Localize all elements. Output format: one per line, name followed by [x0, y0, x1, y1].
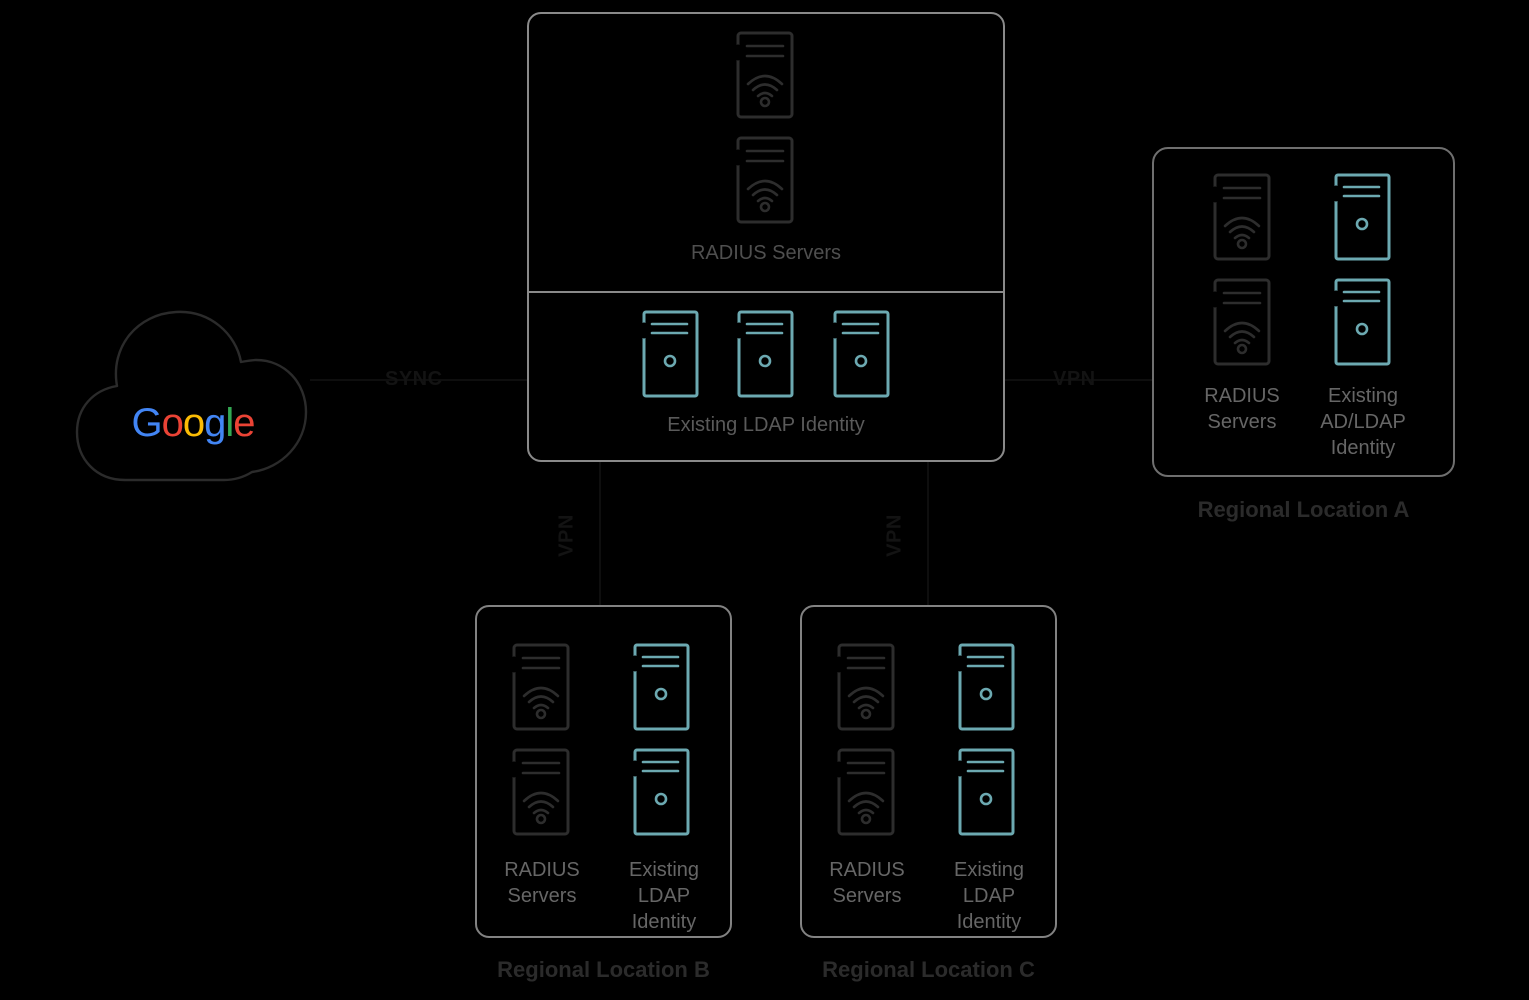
radius-servers-label: RADIUS Servers	[829, 859, 905, 907]
regional-location-c-title: Regional Location C	[822, 957, 1035, 982]
google-cloud-icon	[75, 310, 308, 482]
regional-location-a-title: Regional Location A	[1197, 497, 1410, 522]
sync-label: SYNC	[385, 368, 443, 390]
central-datacenter-box: RADIUS Servers Existing LDAP Identity	[527, 12, 1005, 462]
ldap-server-icon	[642, 310, 699, 398]
radius-server-icon	[512, 643, 570, 731]
ldap-server-icon	[833, 310, 890, 398]
ldap-server-icon	[1334, 278, 1391, 366]
vpn-label-b: VPN	[555, 514, 578, 557]
ldap-server-icon	[958, 748, 1015, 836]
ldap-server-icon	[1334, 173, 1391, 261]
ldap-identity-label: Existing LDAP Identity	[667, 414, 865, 436]
radius-servers-label: RADIUS Servers	[504, 859, 580, 907]
regional-location-b-box: RADIUS Servers Existing LDAP Identity	[475, 605, 732, 938]
identity-label: Existing LDAP Identity	[953, 859, 1025, 933]
ldap-server-icon	[958, 643, 1015, 731]
radius-server-icon	[837, 748, 895, 836]
ldap-server-icon	[633, 748, 690, 836]
google-letter: e	[233, 401, 255, 445]
google-letter: g	[204, 401, 226, 445]
google-letter: o	[161, 401, 184, 445]
radius-server-icon	[736, 136, 794, 224]
identity-label: Existing LDAP Identity	[628, 859, 700, 933]
regional-location-a-box: RADIUS Servers Existing AD/LDAP Identity	[1152, 147, 1455, 477]
vpn-label-c: VPN	[883, 514, 906, 557]
radius-server-icon	[837, 643, 895, 731]
radius-servers-label: RADIUS Servers	[690, 242, 842, 264]
google-letter: l	[225, 401, 234, 445]
radius-server-icon	[736, 31, 794, 119]
regional-location-c-box: RADIUS Servers Existing LDAP Identity	[800, 605, 1057, 938]
radius-server-icon	[512, 748, 570, 836]
google-logo: Google	[98, 399, 288, 447]
ldap-server-icon	[737, 310, 794, 398]
vpn-label-a: VPN	[1053, 368, 1096, 390]
radius-server-icon	[1213, 278, 1271, 366]
google-letter: o	[182, 401, 205, 445]
identity-label: Existing AD/LDAP Identity	[1320, 385, 1406, 459]
ldap-server-icon	[633, 643, 690, 731]
radius-servers-label: RADIUS Servers	[1204, 385, 1280, 433]
section-divider	[529, 291, 1003, 293]
regional-location-b-title: Regional Location B	[497, 957, 710, 982]
radius-server-icon	[1213, 173, 1271, 261]
google-letter: G	[131, 401, 162, 445]
